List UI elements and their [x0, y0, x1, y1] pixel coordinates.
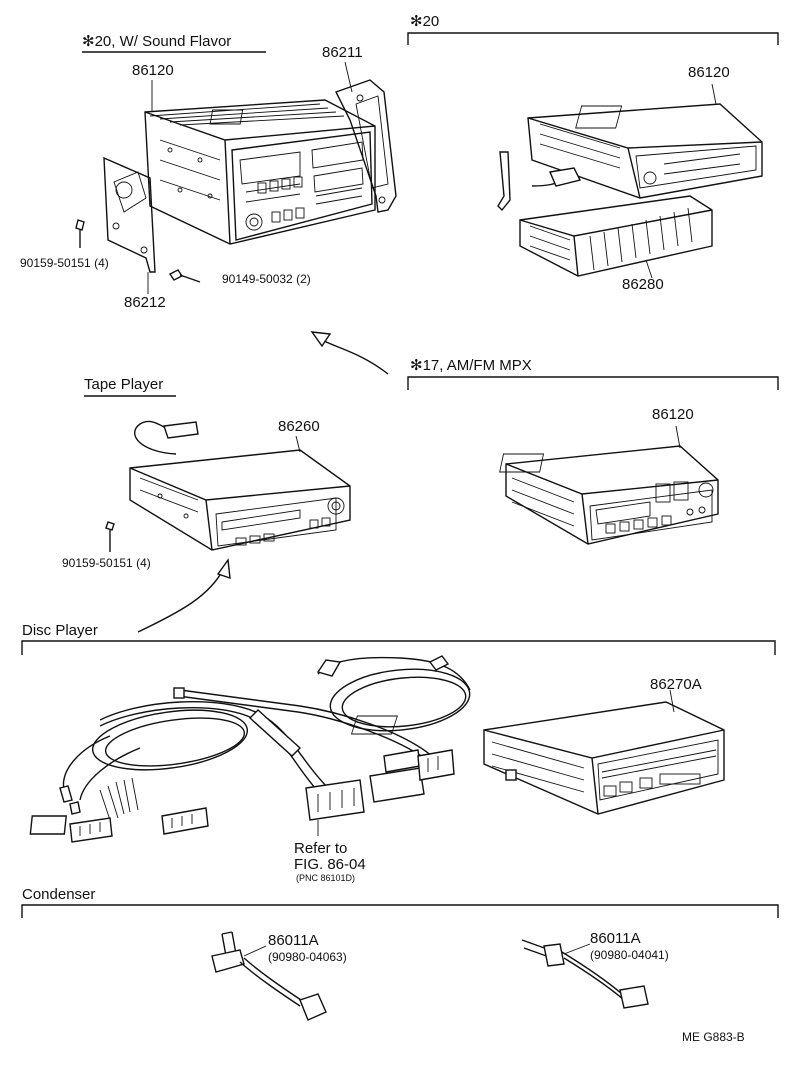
- condenser-1: [211, 931, 327, 1021]
- sound-flavor-radio-assembly: [75, 61, 397, 294]
- refer-note-figure: FIG. 86-04: [294, 856, 366, 873]
- part-number: 86211: [322, 44, 363, 61]
- disc-player-unit: [350, 689, 725, 815]
- section-brackets: [21, 32, 779, 918]
- part-number: 86120: [132, 62, 174, 79]
- part-number: 86011A: [268, 932, 319, 949]
- figure-code: ME G883-B: [682, 1030, 745, 1044]
- bolt-part-number: 90159-50151 (4): [62, 556, 151, 570]
- amfm-mpx-radio: [499, 425, 719, 545]
- part-number: 86120: [688, 64, 730, 81]
- disc-player-wire-harness: [29, 655, 471, 843]
- condenser-2: [521, 939, 649, 1009]
- section-title-disc: Disc Player: [22, 622, 98, 639]
- part-number: 86011A: [590, 930, 641, 947]
- section-title-amfm: ✻17, AM/FM MPX: [410, 357, 532, 374]
- section-title-sound-flavor: ✻20, W/ Sound Flavor: [82, 33, 232, 50]
- part-sub-number: (90980-04041): [590, 948, 669, 962]
- part-number: 86270A: [650, 676, 702, 693]
- star20-radio-amp-assembly: [497, 83, 763, 279]
- part-number: 86212: [124, 294, 166, 311]
- bolt-part-number: 90149-50032 (2): [222, 272, 311, 286]
- part-number: 86260: [278, 418, 320, 435]
- section-title-condenser: Condenser: [22, 886, 96, 903]
- part-number: 86280: [622, 276, 664, 293]
- part-sub-number: (90980-04063): [268, 950, 347, 964]
- bolt-part-number: 90159-50151 (4): [20, 256, 109, 270]
- tape-player-assembly: [105, 420, 351, 552]
- flow-arrows: [137, 331, 389, 633]
- part-number: 86120: [652, 406, 694, 423]
- section-title-star20: ✻20: [410, 13, 440, 30]
- refer-note: Refer to: [294, 840, 348, 857]
- refer-note-pnc: (PNC 86101D): [296, 873, 356, 883]
- section-title-tape: Tape Player: [84, 376, 164, 393]
